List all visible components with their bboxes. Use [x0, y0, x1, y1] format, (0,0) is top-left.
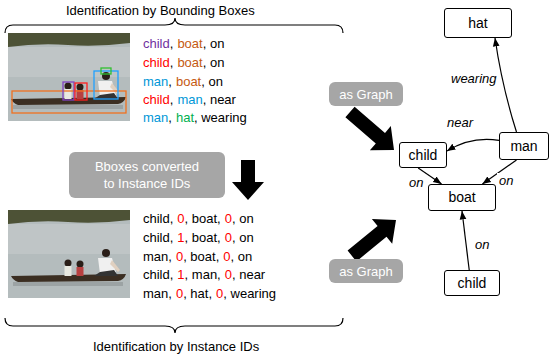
bounding-boxes — [12, 68, 126, 113]
graph-node: boat — [428, 184, 496, 211]
triple-line: man,0, boat,0, on — [143, 249, 252, 265]
graph-node: child — [444, 270, 500, 296]
block-arrow — [348, 219, 396, 261]
triple-part: , wearing — [223, 286, 276, 302]
triple-line: man,0, hat,0, wearing — [143, 286, 276, 302]
brace — [5, 18, 343, 33]
node-text: man — [510, 138, 537, 155]
triple-line: man,boat, on — [143, 74, 223, 90]
step-tag: as Graph — [329, 82, 403, 106]
triple-part: 0 — [216, 286, 223, 302]
graph-node: hat — [444, 8, 512, 38]
triple-part: man, — [143, 286, 172, 302]
triple-line: child,1, man,0, near — [143, 267, 265, 283]
triple-part: child, — [143, 230, 173, 246]
triple-part: , on — [201, 74, 223, 90]
triple-part: , near — [203, 92, 236, 108]
relation-arrow — [462, 211, 469, 270]
node-text: as Graph — [339, 263, 392, 280]
triple-part: , on — [203, 36, 225, 52]
relation-arrow — [447, 139, 499, 151]
triple-part: , on — [231, 249, 253, 265]
relation-label: near — [445, 115, 475, 130]
triple-part: 0 — [176, 286, 183, 302]
triple-line: man,hat, wearing — [143, 110, 247, 126]
node-text: as Graph — [339, 86, 392, 103]
triple-part: boat — [177, 55, 202, 71]
block-arrow — [345, 107, 394, 151]
triple-part: , on — [232, 211, 254, 227]
triple-part: , — [170, 55, 174, 71]
triple-part: , boat, — [183, 249, 219, 265]
triple-line: child,1, boat,0, on — [143, 230, 254, 246]
triple-part: , hat, — [183, 286, 212, 302]
block-arrow — [232, 160, 264, 200]
triple-part: man — [177, 92, 202, 108]
triple-line: child,0, boat,0, on — [143, 211, 254, 227]
triple-part: 0 — [225, 230, 232, 246]
triple-part: 0 — [225, 267, 232, 283]
relation-label: on — [497, 173, 515, 188]
triple-part: , man, — [185, 267, 221, 283]
triple-part: man — [143, 74, 168, 90]
step-tag: as Graph — [329, 259, 403, 283]
graph-node: child — [399, 142, 447, 168]
photo — [8, 33, 130, 121]
triple-part: , boat, — [185, 211, 221, 227]
triple-part: child — [143, 36, 170, 52]
triple-part: 0 — [177, 211, 184, 227]
triple-part: , boat, — [185, 230, 221, 246]
relation-label: wearing — [449, 71, 499, 86]
triple-line: child,man, near — [143, 92, 236, 108]
triple-part: , — [170, 36, 174, 52]
caption-label: Identification by Instance IDs — [93, 339, 259, 355]
node-text: hat — [468, 15, 487, 32]
caption-label: Identification by Bounding Boxes — [66, 3, 255, 19]
brace — [5, 318, 343, 333]
triple-part: , on — [203, 55, 225, 71]
node-text: child — [409, 147, 438, 164]
block-arrows — [232, 107, 396, 262]
node-text: boat — [448, 189, 475, 206]
triple-part: 1 — [177, 230, 184, 246]
triple-part: boat — [176, 74, 201, 90]
triple-part: hat — [176, 110, 194, 126]
triple-part: 0 — [223, 249, 230, 265]
triple-part: man — [143, 110, 168, 126]
triple-part: , — [170, 92, 174, 108]
triple-line: child,boat, on — [143, 36, 224, 52]
triple-part: man, — [143, 249, 172, 265]
node-text: Bboxes converted to Instance IDs — [91, 158, 203, 192]
triple-part: , — [168, 110, 172, 126]
triple-part: child, — [143, 211, 173, 227]
node-text: child — [458, 275, 487, 292]
triple-part: , — [168, 74, 172, 90]
triple-part: 1 — [177, 267, 184, 283]
triple-part: , near — [232, 267, 265, 283]
triple-part: child — [143, 92, 170, 108]
relation-label: on — [473, 237, 491, 252]
triple-part: , wearing — [194, 110, 247, 126]
triple-part: child — [143, 55, 170, 71]
graph-node: man — [499, 132, 549, 160]
relation-label: on — [407, 175, 425, 190]
triple-part: 0 — [225, 211, 232, 227]
step-tag: Bboxes converted to Instance IDs — [69, 152, 225, 198]
photo — [8, 210, 130, 298]
triple-part: boat — [177, 36, 202, 52]
triple-part: child, — [143, 267, 173, 283]
triple-line: child,boat, on — [143, 55, 224, 71]
triple-part: , on — [232, 230, 254, 246]
triple-part: 0 — [176, 249, 183, 265]
